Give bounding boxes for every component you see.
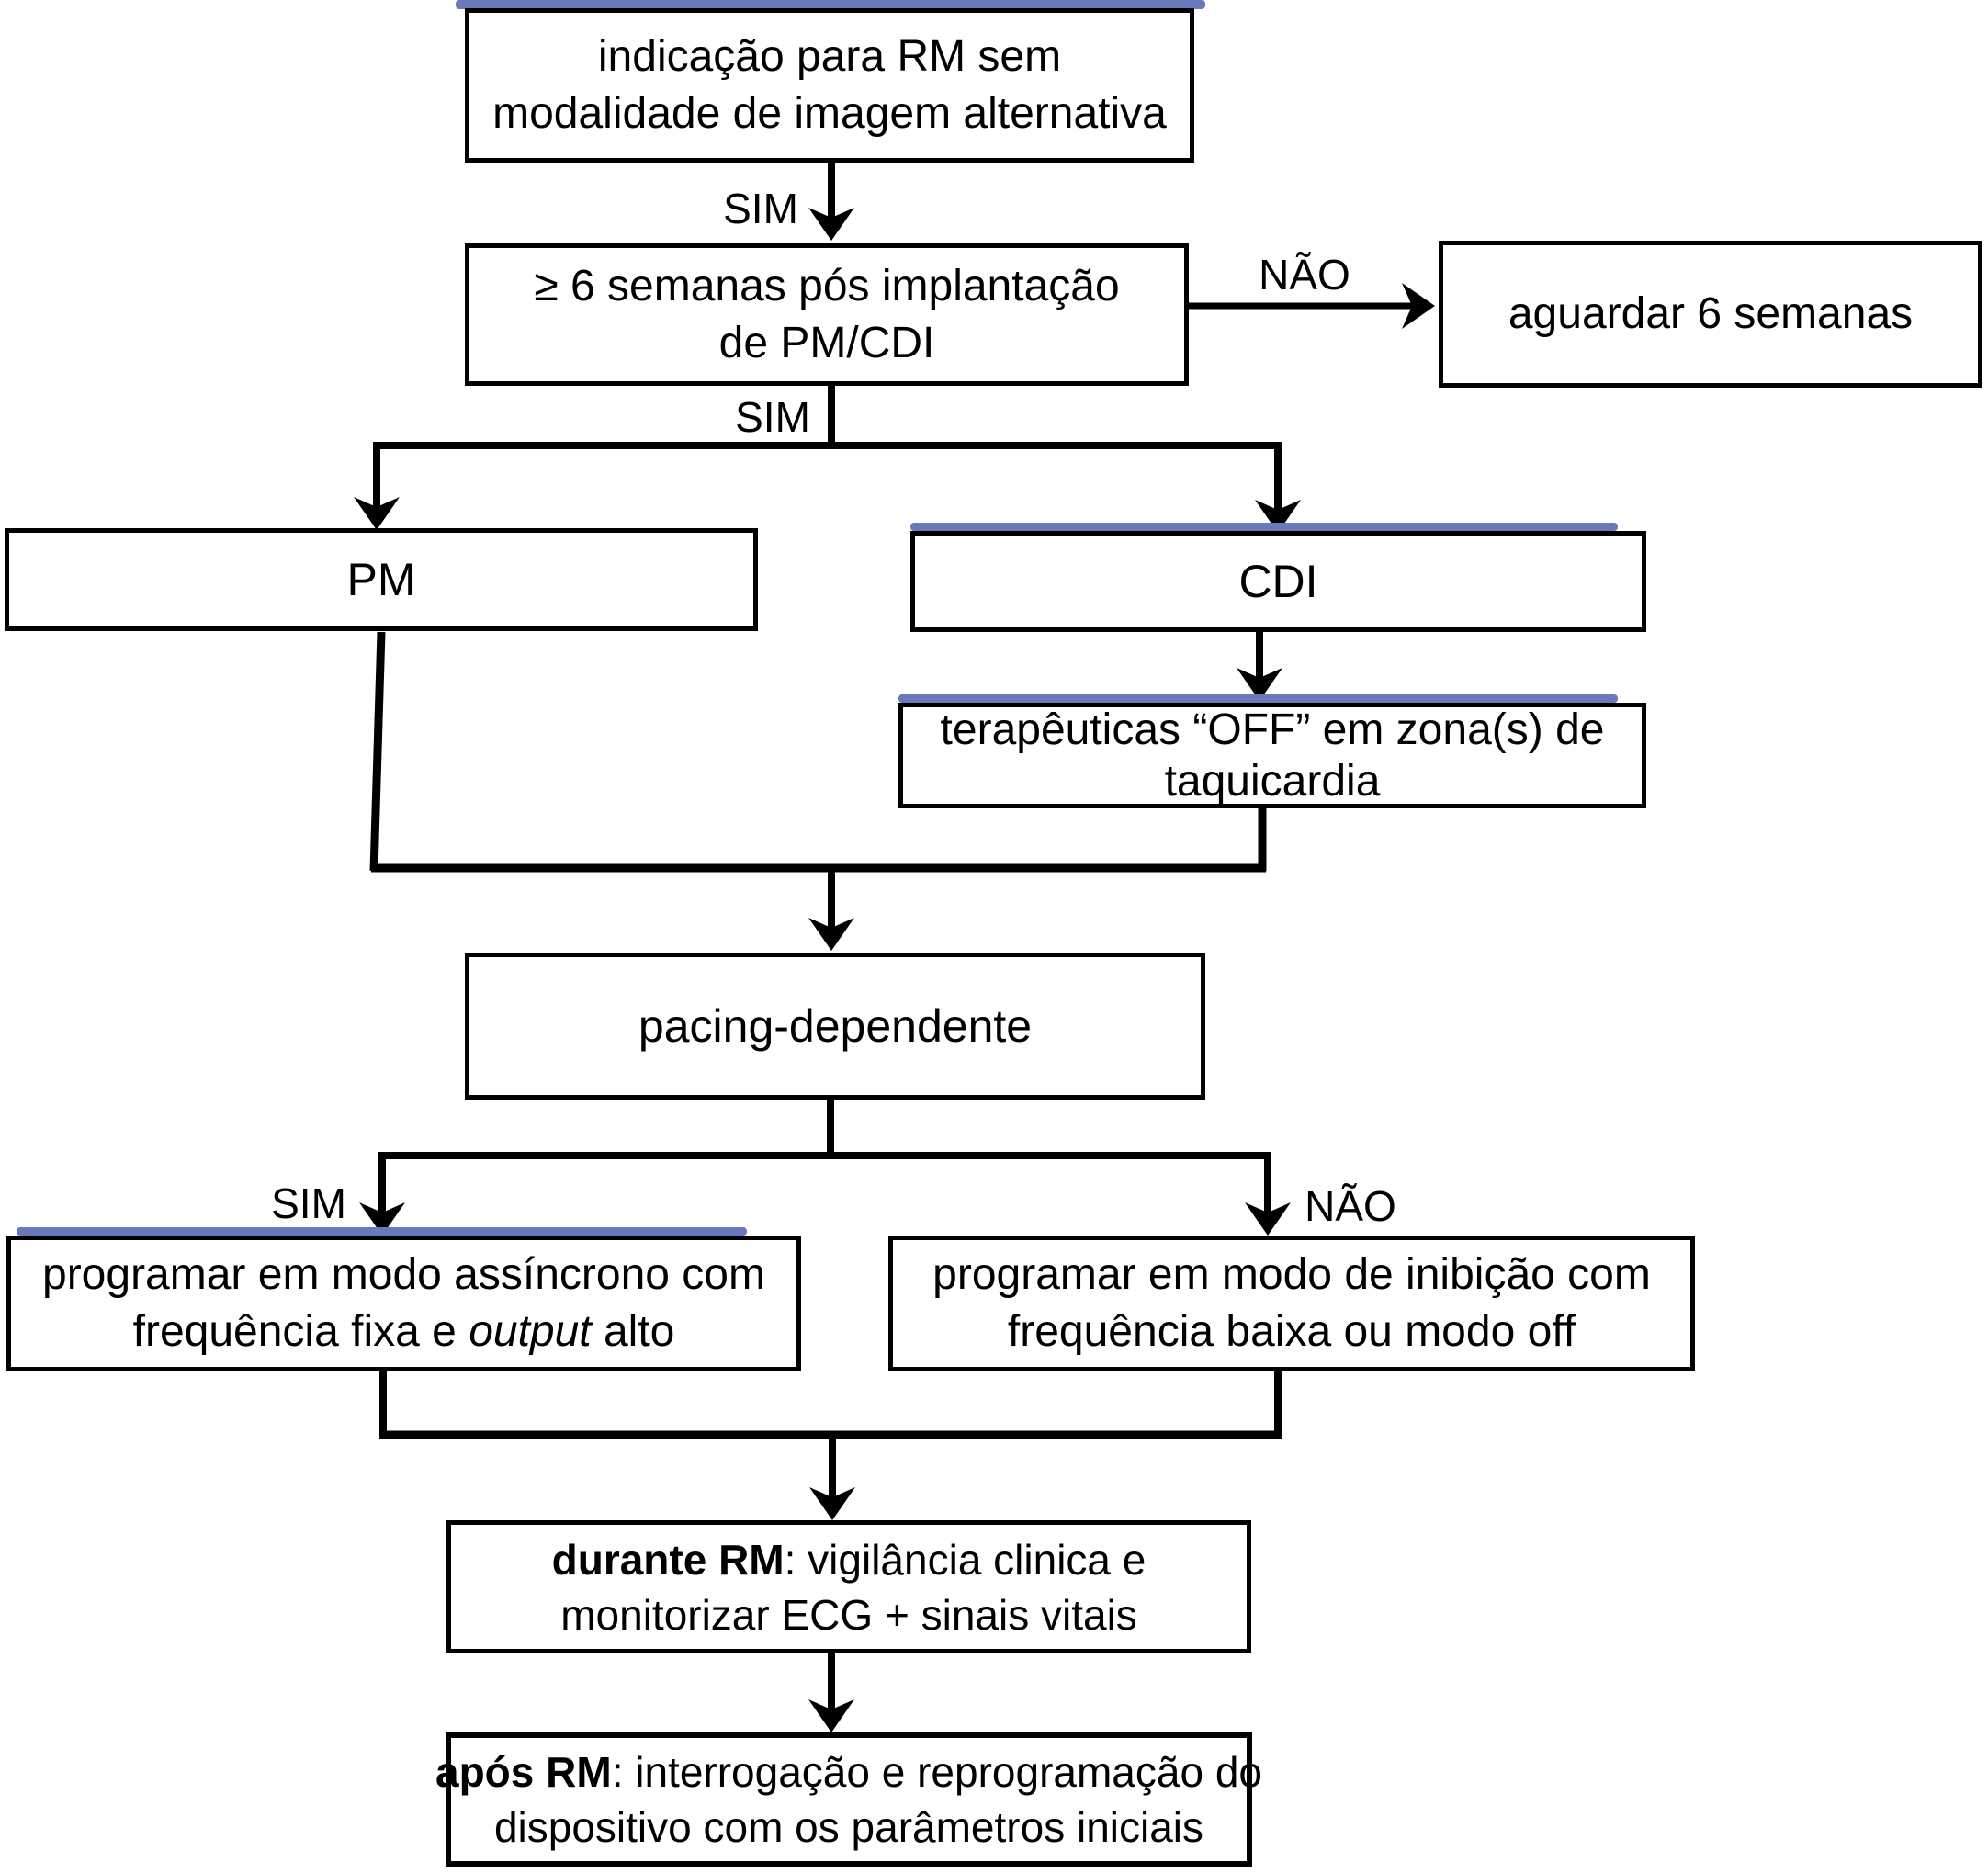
box-text-line: após RM: interrogação e reprogramação do [435, 1748, 1262, 1796]
pacing-dependent-box: pacing-dependente [465, 953, 1205, 1100]
arrowhead-right-icon [1402, 283, 1435, 329]
cdi-box: CDI [910, 531, 1646, 632]
wait-six-weeks-box: aguardar 6 semanas [1439, 241, 1982, 388]
box-text-line: terapêuticas “OFF” em zona(s) de [940, 705, 1605, 754]
box-text-line: programar em modo de inibição com [932, 1250, 1651, 1299]
indication-box: indicação para RM sem modalidade de imag… [465, 8, 1194, 163]
async-mode-box: programar em modo assíncrono com frequên… [6, 1236, 801, 1371]
arrowhead-down-icon [808, 1699, 854, 1732]
box-text-line: programar em modo assíncrono com [42, 1250, 765, 1299]
arrowhead-down-icon [359, 1202, 405, 1236]
box-text-line: indicação para RM sem [597, 32, 1062, 81]
box-text-line: PM [346, 554, 416, 605]
italic-output-text: output [469, 1307, 592, 1356]
bold-after-rm-text: após RM [435, 1748, 612, 1796]
box-text-line: de PM/CDI [718, 318, 935, 367]
box-text-line: dispositivo com os parâmetros iniciais [493, 1803, 1204, 1851]
inhibition-mode-box: programar em modo de inibição com frequê… [888, 1236, 1695, 1371]
accent-line [17, 1227, 747, 1236]
box-text-line: ≥ 6 semanas pós implantação [534, 261, 1120, 310]
therapies-off-box: terapêuticas “OFF” em zona(s) de taquica… [898, 703, 1646, 808]
label-nao-1: NÃO [1259, 251, 1350, 299]
six-weeks-post-implant-box: ≥ 6 semanas pós implantação de PM/CDI [465, 243, 1189, 386]
label-sim-1: SIM [723, 185, 798, 232]
box-text-line: pacing-dependente [638, 1000, 1033, 1052]
box-text-line: taquicardia [1164, 756, 1381, 806]
accent-line [456, 0, 1205, 9]
box-text-line: frequência fixa e output alto [132, 1307, 675, 1356]
bold-during-rm-text: durante RM [551, 1535, 785, 1584]
label-nao-2: NÃO [1305, 1182, 1396, 1230]
box-text-line: modalidade de imagem alternativa [492, 89, 1167, 138]
arrowhead-down-icon [1245, 1202, 1291, 1236]
label-sim-2: SIM [735, 393, 810, 441]
pm-box: PM [5, 528, 758, 631]
accent-line [898, 694, 1618, 703]
arrowhead-down-icon [1237, 668, 1282, 701]
label-sim-3: SIM [271, 1179, 346, 1227]
arrowhead-down-icon [809, 1487, 855, 1520]
accent-line [910, 523, 1618, 531]
during-mri-box: durante RM: vigilância clinica e monitor… [446, 1520, 1251, 1653]
arrowhead-down-icon [1255, 500, 1301, 533]
box-text-line: CDI [1238, 556, 1318, 607]
after-mri-box: após RM: interrogação e reprogramação do… [435, 1732, 1262, 1867]
box-text-line: monitorizar ECG + sinais vitais [560, 1590, 1137, 1639]
box-text-line: durante RM: vigilância clinica e [551, 1535, 1146, 1584]
box-text-line: aguardar 6 semanas [1508, 289, 1914, 338]
arrowhead-down-icon [808, 918, 854, 951]
arrowhead-down-icon [354, 497, 400, 530]
box-text-line: frequência baixa ou modo off [1007, 1307, 1576, 1356]
arrowhead-down-icon [808, 208, 854, 241]
